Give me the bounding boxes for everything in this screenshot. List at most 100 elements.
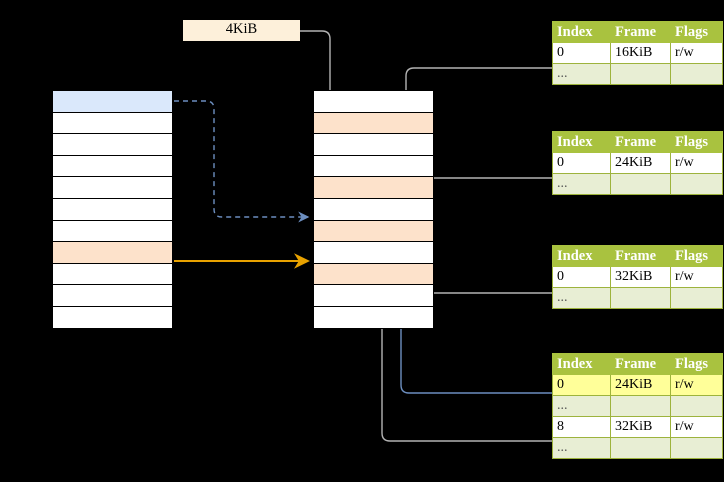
memory-cell-10 <box>52 284 173 307</box>
cell-flags: r/w <box>670 152 723 174</box>
memory-row <box>52 262 173 286</box>
memory-cell-10 <box>313 284 434 307</box>
cell-frame: 24KiB <box>610 374 671 396</box>
table-row: ... <box>552 287 723 309</box>
table-row: ... <box>552 63 723 85</box>
memory-row <box>313 90 434 113</box>
cell-index: 8 <box>552 416 611 438</box>
table-row: ... <box>552 173 723 195</box>
cell-frame: 24KiB <box>610 152 671 174</box>
memory-row <box>52 176 173 199</box>
cell-frame <box>610 63 671 85</box>
table-header-row: Index Frame Flags <box>552 245 723 267</box>
column-header-flags: Flags <box>670 131 723 153</box>
memory-cell-9 <box>52 262 173 286</box>
table-row: ... <box>552 437 723 459</box>
memory-cell-7 <box>52 219 173 243</box>
table-header-row: Index Frame Flags <box>552 21 723 43</box>
column-header-index: Index <box>552 131 611 153</box>
memory-row <box>313 305 434 329</box>
memory-cell-6 <box>52 197 173 221</box>
cell-flags: r/w <box>670 266 723 288</box>
memory-row <box>52 111 173 135</box>
cell-index: ... <box>552 437 611 459</box>
memory-cell-8 <box>52 241 173 264</box>
column-header-flags: Flags <box>670 21 723 43</box>
memory-cell-3 <box>52 133 173 156</box>
memory-row <box>313 284 434 307</box>
memory-row <box>313 197 434 221</box>
cell-frame: 32KiB <box>610 416 671 438</box>
cell-index: 0 <box>552 266 611 288</box>
column-header-index: Index <box>552 245 611 267</box>
cell-index: ... <box>552 173 611 195</box>
memory-cell-2 <box>313 111 434 135</box>
cell-frame <box>610 395 671 417</box>
cell-index: 0 <box>552 152 611 174</box>
table-row: ... <box>552 395 723 417</box>
memory-row <box>313 133 434 156</box>
cell-frame <box>610 437 671 459</box>
cell-flags <box>670 395 723 417</box>
cell-flags: r/w <box>670 416 723 438</box>
cell-index: ... <box>552 395 611 417</box>
memory-row <box>52 305 173 329</box>
middle-memory-column <box>313 90 434 329</box>
cell-frame: 32KiB <box>610 266 671 288</box>
column-header-flags: Flags <box>670 353 723 375</box>
memory-cell-3 <box>313 133 434 156</box>
memory-row <box>313 262 434 286</box>
memory-cell-2 <box>52 111 173 135</box>
memory-row <box>52 241 173 264</box>
memory-cell-4 <box>313 154 434 178</box>
cell-frame: 16KiB <box>610 42 671 64</box>
column-header-index: Index <box>552 353 611 375</box>
memory-cell-7 <box>313 219 434 243</box>
memory-row <box>313 219 434 243</box>
memory-row <box>313 111 434 135</box>
memory-row <box>52 284 173 307</box>
column-header-flags: Flags <box>670 245 723 267</box>
cell-flags <box>670 437 723 459</box>
left-memory-column <box>52 90 173 329</box>
cell-index: 0 <box>552 42 611 64</box>
memory-row <box>313 241 434 264</box>
memory-cell-5 <box>313 176 434 199</box>
memory-cell-8 <box>313 241 434 264</box>
cell-index: 0 <box>552 374 611 396</box>
table-header-row: Index Frame Flags <box>552 353 723 375</box>
column-header-frame: Frame <box>610 353 671 375</box>
memory-row <box>52 197 173 221</box>
page-size-label: 4KiB <box>183 20 300 41</box>
memory-cell-9 <box>313 262 434 286</box>
memory-cell-4 <box>52 154 173 178</box>
memory-cell-1 <box>313 90 434 113</box>
memory-cell-11 <box>313 305 434 329</box>
memory-cell-1 <box>52 90 173 113</box>
memory-row <box>313 176 434 199</box>
cell-flags: r/w <box>670 42 723 64</box>
column-header-frame: Frame <box>610 21 671 43</box>
memory-row <box>52 154 173 178</box>
memory-row <box>52 219 173 243</box>
memory-cell-6 <box>313 197 434 221</box>
cell-flags <box>670 173 723 195</box>
wire-left-row1-to-middle-row7-dashed <box>174 100 310 223</box>
cell-index: ... <box>552 63 611 85</box>
memory-row <box>52 90 173 113</box>
cell-flags <box>670 63 723 85</box>
cell-frame <box>610 287 671 309</box>
cell-flags: r/w <box>670 374 723 396</box>
memory-cell-5 <box>52 176 173 199</box>
memory-row <box>52 133 173 156</box>
memory-row <box>313 154 434 178</box>
